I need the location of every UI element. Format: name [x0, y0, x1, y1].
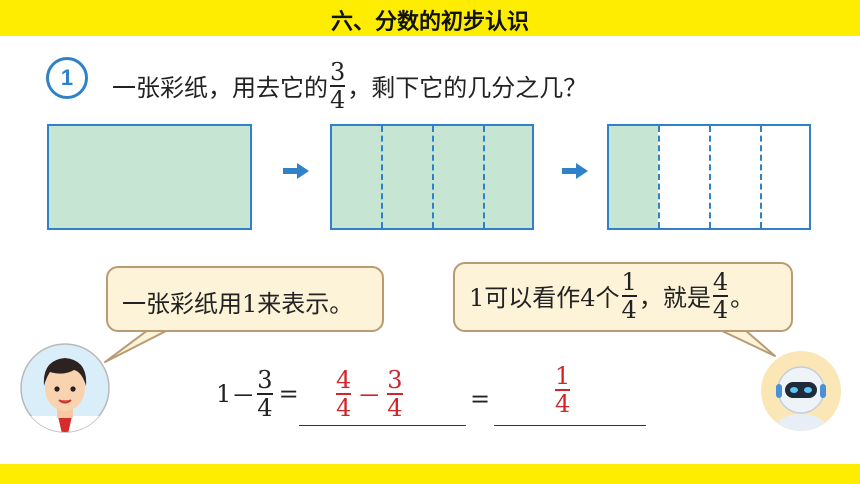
- paper-remaining-quarter: [607, 124, 811, 230]
- question-number: 1: [60, 65, 74, 90]
- bubble-right-content: 1可以看作4个 1 4 ，就是 4 4 。: [469, 270, 754, 322]
- fraction-bar: [257, 393, 273, 395]
- fraction-numerator: 1: [555, 362, 571, 390]
- answer-blank-1: [299, 425, 466, 426]
- bubble-right-text-a: 1可以看作4个: [469, 284, 620, 313]
- fraction-bar: [387, 393, 403, 395]
- question-text-after: ，剩下它的几分之几？: [347, 74, 588, 103]
- question-fraction: 3 4: [330, 58, 346, 114]
- fraction-numerator: 3: [387, 366, 403, 394]
- page-title: 六、分数的初步认识: [330, 10, 529, 35]
- bubble-fraction-four-quarters: 4 4: [712, 268, 729, 324]
- equation-one: 1: [216, 379, 232, 408]
- question-text: 一张彩纸，用去它的 3 4 ，剩下它的几分之几？: [112, 60, 587, 112]
- fraction-numerator: 4: [336, 366, 352, 394]
- divider-line: [709, 126, 711, 228]
- bubble-right-text-c: 。: [730, 284, 755, 313]
- whole-paper-fill: [49, 126, 250, 228]
- question-fraction-numerator: 3: [330, 58, 346, 86]
- divider-line: [432, 126, 434, 228]
- equation-equals-2: =: [470, 385, 491, 413]
- answer-one: 4 4 － 3 4: [334, 368, 405, 420]
- robot-avatar-icon: [761, 351, 841, 431]
- header-bar: 六、分数的初步认识: [0, 0, 860, 36]
- divider-line: [483, 126, 485, 228]
- speech-bubble-right: 1可以看作4个 1 4 ，就是 4 4 。: [453, 262, 793, 332]
- bubble-left-text: 一张彩纸用1来表示。: [122, 290, 354, 318]
- question-number-icon: 1: [46, 57, 88, 99]
- answer-two: 1 4: [553, 364, 572, 416]
- boy-avatar-icon: [20, 343, 110, 433]
- question-text-before: 一张彩纸，用去它的: [112, 74, 328, 103]
- remaining-quarter-fill: [609, 126, 658, 228]
- answer-blank-2: [494, 425, 646, 426]
- equation-minus: －: [231, 382, 256, 411]
- fraction-bar: [621, 295, 637, 297]
- divider-line: [381, 126, 383, 228]
- equation-equals-second: =: [470, 385, 490, 413]
- fraction-bar: [330, 85, 346, 87]
- fraction-bar: [336, 393, 352, 395]
- fraction-denominator: 4: [336, 393, 352, 422]
- speech-bubble-left: 一张彩纸用1来表示。: [106, 266, 384, 332]
- fraction-bar: [555, 389, 571, 391]
- footer-bar: [0, 464, 860, 484]
- whole-paper: [47, 124, 252, 230]
- bubble-right-text-b: ，就是: [638, 284, 711, 313]
- answer-minus: －: [357, 382, 382, 411]
- equation-fraction-three-quarters: 3 4: [257, 366, 273, 422]
- fraction-denominator: 4: [257, 393, 273, 422]
- answer-fraction-one-quarter: 1 4: [555, 362, 571, 418]
- fraction-numerator: 4: [712, 268, 729, 296]
- divider-line: [658, 126, 660, 228]
- equation-equals: =: [278, 379, 299, 408]
- fraction-bar: [712, 295, 729, 297]
- bubble-fraction-one-quarter: 1 4: [621, 268, 637, 324]
- fraction-denominator: 4: [621, 295, 637, 324]
- fraction-numerator: 1: [621, 268, 637, 296]
- fraction-denominator: 4: [555, 389, 571, 418]
- answer-fraction-three-quarters: 3 4: [387, 366, 403, 422]
- fraction-numerator: 3: [257, 366, 273, 394]
- fraction-denominator: 4: [387, 393, 403, 422]
- equation-left: 1 － 3 4 =: [216, 368, 299, 420]
- answer-fraction-four-quarters: 4 4: [336, 366, 352, 422]
- divider-line: [760, 126, 762, 228]
- fraction-denominator: 4: [712, 295, 729, 324]
- paper-divided-four: [330, 124, 534, 230]
- question-fraction-denominator: 4: [330, 85, 346, 114]
